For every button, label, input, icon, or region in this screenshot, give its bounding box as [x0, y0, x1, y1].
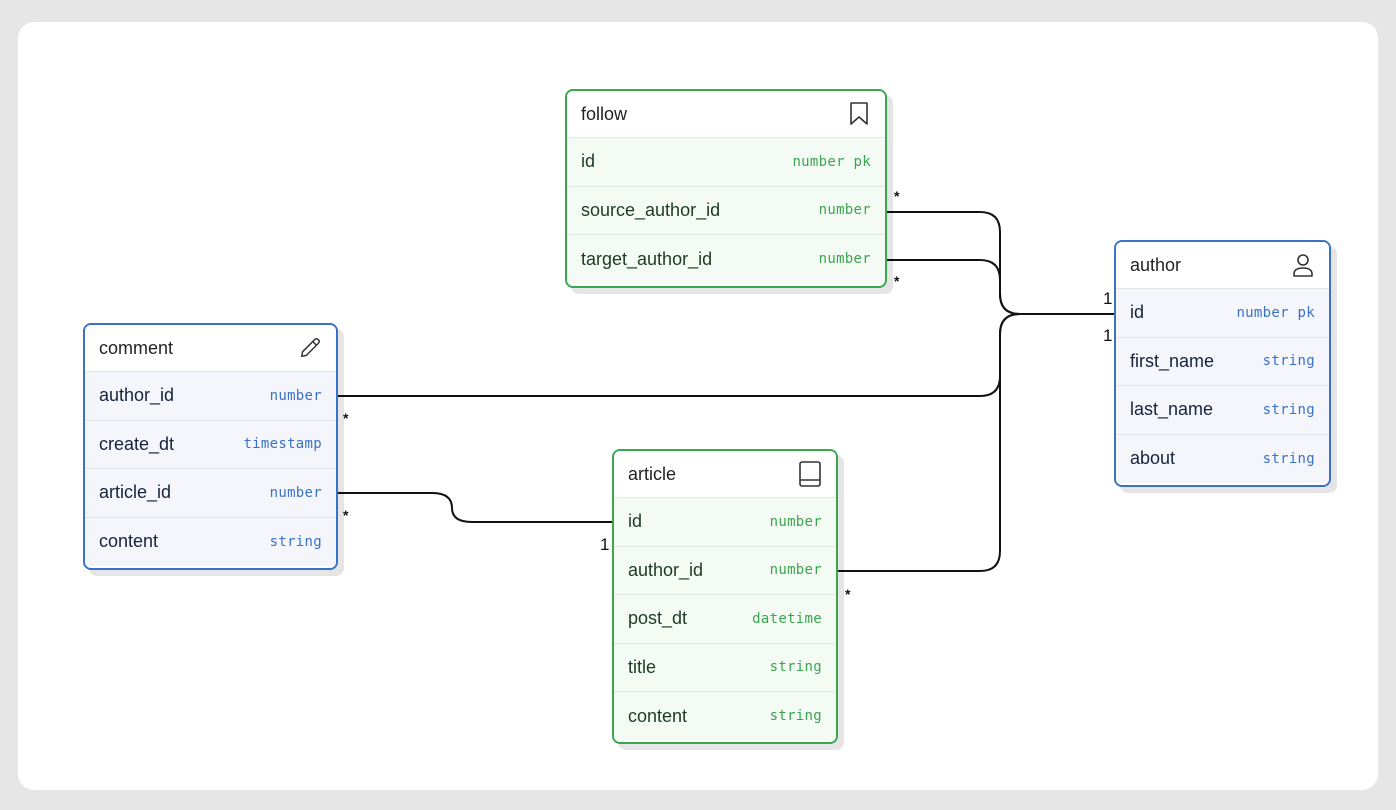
field-row[interactable]: title string	[614, 643, 836, 692]
field-type: string	[1262, 401, 1315, 418]
entity-header[interactable]: follow	[567, 91, 885, 138]
field-row[interactable]: content string	[614, 692, 836, 741]
book-icon	[798, 461, 822, 487]
field-name: article_id	[99, 482, 172, 503]
field-type: number	[269, 387, 322, 404]
cardinality-many: *	[845, 586, 851, 602]
cardinality-many: *	[894, 188, 900, 204]
field-row[interactable]: last_name string	[1116, 386, 1329, 435]
field-type: timestamp	[243, 436, 322, 453]
field-name: author_id	[99, 385, 175, 406]
field-type: number	[269, 484, 322, 501]
field-name: last_name	[1130, 399, 1214, 420]
field-type: number pk	[1236, 304, 1315, 321]
field-row[interactable]: id number	[614, 498, 836, 547]
field-row[interactable]: source_author_id number	[567, 186, 885, 235]
entity-header[interactable]: author	[1116, 242, 1329, 289]
field-type: string	[769, 708, 822, 725]
bookmark-icon	[847, 102, 871, 126]
field-type: number	[818, 251, 871, 268]
field-type: string	[1262, 353, 1315, 370]
entity-header[interactable]: article	[614, 451, 836, 498]
field-type: number pk	[792, 153, 871, 170]
entity-title: follow	[581, 103, 628, 124]
field-type: number	[769, 562, 822, 579]
pencil-icon	[298, 336, 322, 360]
entity-comment[interactable]: comment author_id number create_dt times…	[83, 323, 338, 570]
field-name: id	[581, 151, 596, 172]
field-name: title	[628, 656, 657, 677]
field-name: post_dt	[628, 608, 688, 629]
field-name: content	[99, 531, 159, 552]
field-name: target_author_id	[581, 248, 713, 269]
field-row[interactable]: id number pk	[1116, 289, 1329, 338]
field-type: string	[1262, 450, 1315, 467]
entity-title: comment	[99, 337, 174, 358]
entity-title: article	[628, 463, 677, 484]
field-name: author_id	[628, 559, 704, 580]
cardinality-many: *	[343, 507, 349, 523]
entity-author[interactable]: author id number pk first_name string la…	[1114, 240, 1331, 487]
field-row[interactable]: author_id number	[614, 546, 836, 595]
field-row[interactable]: about string	[1116, 434, 1329, 483]
field-row[interactable]: create_dt timestamp	[85, 420, 336, 469]
field-type: string	[769, 659, 822, 676]
field-name: create_dt	[99, 433, 175, 454]
entity-follow[interactable]: follow id number pk source_author_id num…	[565, 89, 887, 288]
field-name: content	[628, 705, 688, 726]
field-name: about	[1130, 448, 1176, 469]
field-row[interactable]: author_id number	[85, 372, 336, 421]
user-icon	[1291, 253, 1315, 277]
field-row[interactable]: post_dt datetime	[614, 595, 836, 644]
field-name: source_author_id	[581, 199, 721, 220]
field-name: id	[628, 511, 643, 532]
cardinality-one: 1	[600, 535, 610, 554]
field-row[interactable]: target_author_id number	[567, 235, 885, 284]
field-type: datetime	[752, 610, 822, 627]
field-type: number	[769, 513, 822, 530]
field-row[interactable]: content string	[85, 517, 336, 566]
field-row[interactable]: article_id number	[85, 469, 336, 518]
entity-title: author	[1130, 254, 1182, 275]
cardinality-many: *	[343, 410, 349, 426]
field-type: string	[269, 533, 322, 550]
field-name: first_name	[1130, 350, 1215, 371]
field-row[interactable]: id number pk	[567, 138, 885, 187]
cardinality-many: *	[894, 273, 900, 289]
field-name: id	[1130, 302, 1145, 323]
field-type: number	[818, 202, 871, 219]
entity-article[interactable]: article id number author_id number post_…	[612, 449, 838, 744]
field-row[interactable]: first_name string	[1116, 337, 1329, 386]
entity-header[interactable]: comment	[85, 325, 336, 372]
